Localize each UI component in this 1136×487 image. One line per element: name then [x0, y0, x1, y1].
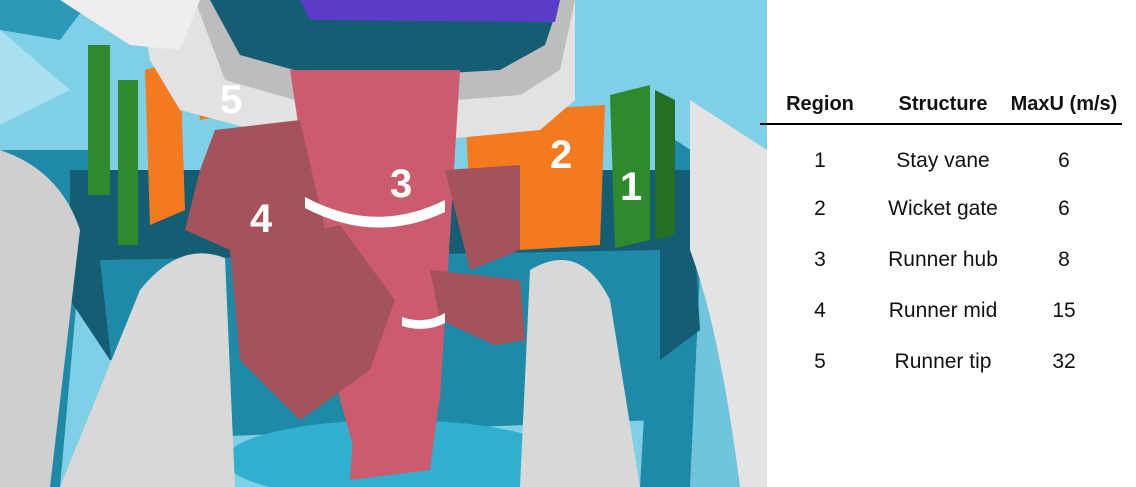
turbine-cutaway-diagram: 5 2 1 3 4 — [0, 0, 767, 487]
cell-region: 3 — [760, 234, 880, 285]
region-label-4: 4 — [250, 197, 273, 241]
cell-structure: Runner mid — [880, 285, 1006, 336]
cell-maxu: 32 — [1006, 336, 1122, 387]
cell-maxu: 6 — [1006, 124, 1122, 183]
table-row: 5 Runner tip 32 — [760, 336, 1122, 387]
cell-maxu: 6 — [1006, 183, 1122, 234]
generator-top — [300, 0, 560, 22]
stay-vane-right-2 — [655, 90, 675, 240]
cell-maxu: 15 — [1006, 285, 1122, 336]
stay-vane-left-2 — [118, 80, 138, 245]
region-speed-table: Region Structure MaxU (m/s) 1 Stay vane … — [760, 93, 1122, 387]
region-label-3: 3 — [390, 162, 412, 206]
header-maxu: MaxU (m/s) — [1006, 93, 1122, 124]
table-row: 2 Wicket gate 6 — [760, 183, 1122, 234]
region-speed-table-container: Region Structure MaxU (m/s) 1 Stay vane … — [760, 93, 1136, 387]
cell-structure: Wicket gate — [880, 183, 1006, 234]
turbine-illustration: 5 2 1 3 4 — [0, 0, 767, 487]
cell-maxu: 8 — [1006, 234, 1122, 285]
cell-region: 5 — [760, 336, 880, 387]
region-label-5: 5 — [220, 78, 242, 122]
cell-region: 1 — [760, 124, 880, 183]
cell-region: 2 — [760, 183, 880, 234]
table-row: 1 Stay vane 6 — [760, 124, 1122, 183]
cell-region: 4 — [760, 285, 880, 336]
cell-structure: Stay vane — [880, 124, 1006, 183]
table-row: 3 Runner hub 8 — [760, 234, 1122, 285]
stay-vane-left-1 — [88, 45, 110, 195]
table-header-row: Region Structure MaxU (m/s) — [760, 93, 1122, 124]
runner-cone — [350, 395, 440, 480]
cell-structure: Runner tip — [880, 336, 1006, 387]
cell-structure: Runner hub — [880, 234, 1006, 285]
header-region: Region — [760, 93, 880, 124]
region-label-2: 2 — [550, 133, 572, 177]
header-structure: Structure — [880, 93, 1006, 124]
region-label-1: 1 — [620, 165, 642, 209]
table-row: 4 Runner mid 15 — [760, 285, 1122, 336]
